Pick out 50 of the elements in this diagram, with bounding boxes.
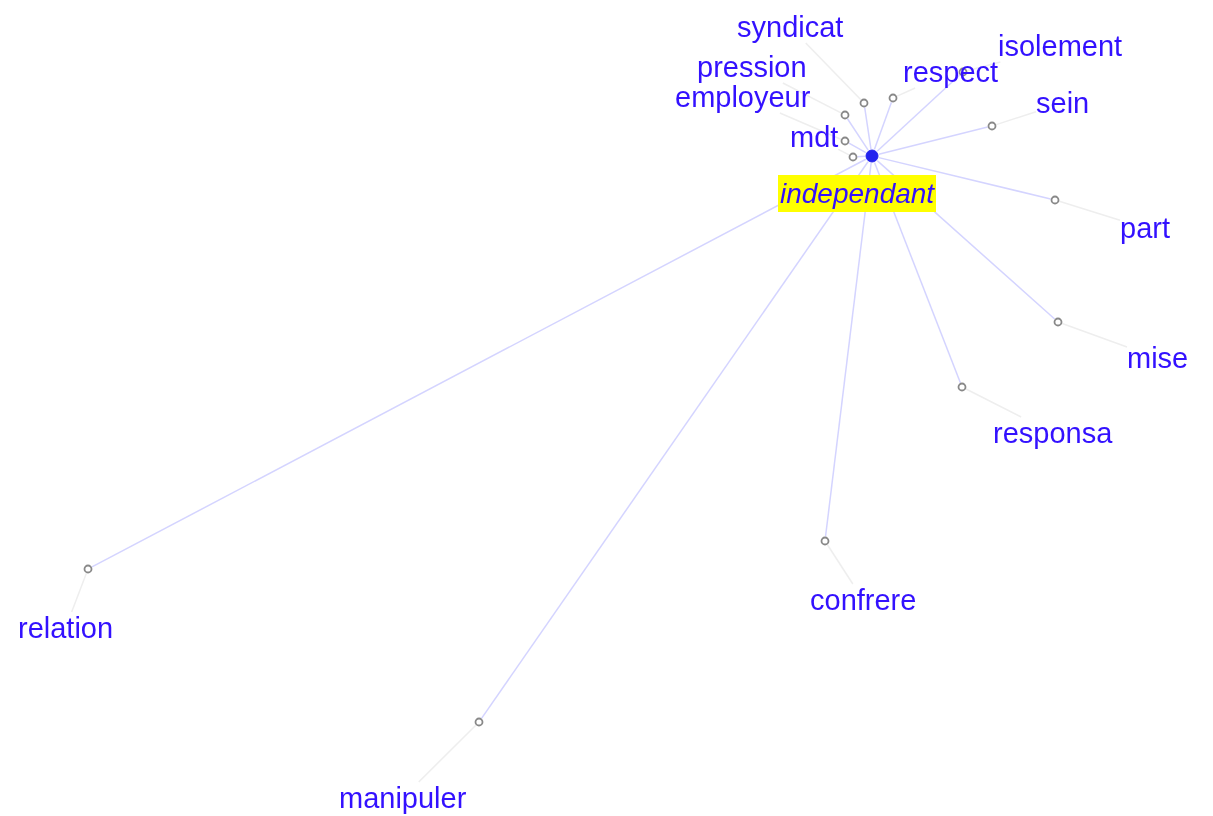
- connector-line: [876, 74, 961, 152]
- connector-line: [878, 156, 1052, 200]
- connector-line: [480, 161, 869, 720]
- connector-line: [848, 142, 867, 154]
- word-label: manipuler: [339, 782, 467, 814]
- leader-line: [995, 110, 1037, 126]
- node-dot: [820, 536, 830, 546]
- central-node-dot: [865, 149, 879, 163]
- word-label: relation: [18, 612, 114, 644]
- node-dot: [1053, 317, 1063, 327]
- connector-line: [863, 106, 872, 150]
- leader-line: [1058, 200, 1121, 221]
- node-dot: [83, 564, 93, 574]
- node-dot: [474, 717, 484, 727]
- word-label: part: [1120, 212, 1170, 244]
- leader-line: [966, 61, 1002, 72]
- word-label: pression: [697, 51, 807, 83]
- leader-line: [70, 572, 88, 613]
- node-dot: [840, 136, 850, 146]
- word-label: mise: [1127, 342, 1189, 374]
- node-dot: [958, 67, 968, 77]
- node-dot: [848, 152, 858, 162]
- leader-line: [805, 42, 862, 101]
- word-label: syndicat: [737, 11, 844, 43]
- word-label: sein: [1036, 87, 1090, 119]
- connector-line: [91, 158, 867, 568]
- leader-line: [782, 82, 842, 114]
- word-label: respect: [903, 56, 999, 88]
- node-dot: [987, 121, 997, 131]
- leader-line: [418, 724, 477, 783]
- node-dot: [957, 382, 967, 392]
- leader-line: [779, 112, 842, 140]
- highlighted-keyword: independant: [778, 175, 937, 212]
- node-dot: [888, 93, 898, 103]
- node-dot: [859, 98, 869, 108]
- connector-line: [846, 118, 869, 151]
- leader-line: [826, 544, 854, 585]
- connector-line: [878, 126, 989, 156]
- leader-line: [837, 148, 850, 156]
- word-label: responsa: [993, 417, 1113, 449]
- leader-line: [965, 388, 1022, 418]
- connector-line: [873, 101, 893, 151]
- word-label: confrere: [810, 584, 917, 616]
- word-label: isolement: [998, 30, 1123, 62]
- node-dot: [1050, 195, 1060, 205]
- leader-line: [1061, 322, 1128, 348]
- leader-line: [896, 87, 916, 97]
- word-label: mdt: [790, 121, 839, 153]
- node-dot: [840, 110, 850, 120]
- connector-line: [824, 162, 872, 538]
